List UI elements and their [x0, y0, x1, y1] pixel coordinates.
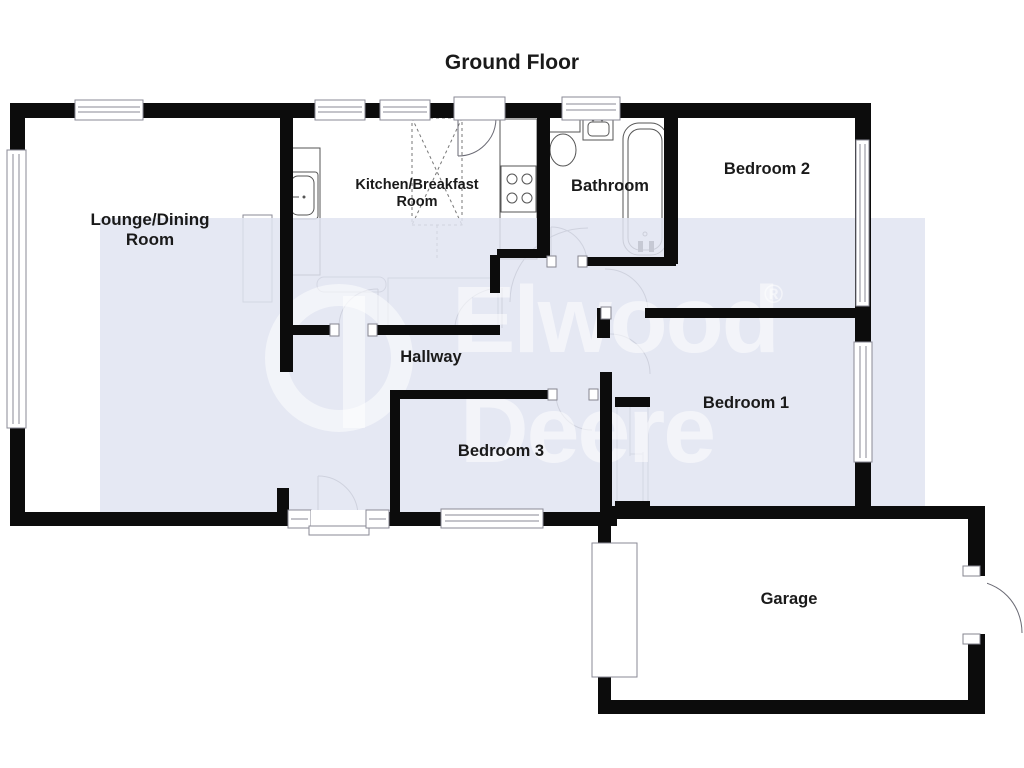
door-jamb: [577, 255, 588, 268]
wall-hallway-top-right: [377, 325, 500, 335]
wall-hallway-top-left: [280, 325, 337, 335]
registered-trademark-icon: ®: [764, 279, 783, 309]
window-bedroom1-right: [853, 341, 873, 463]
hob-ring: [521, 192, 533, 204]
door-jamb: [546, 255, 557, 268]
entrance-threshold: [308, 525, 370, 536]
wall-garage-bottom: [598, 700, 985, 714]
room-label-bedroom-2: Bedroom 2: [724, 160, 810, 178]
garage-door-gap: [966, 576, 987, 634]
wall-kitchen-corner: [490, 255, 500, 293]
watermark-brand-line1: Elwood: [452, 267, 778, 373]
room-label-hallway: Hallway: [400, 348, 462, 366]
hob-ring: [506, 192, 518, 204]
room-label: Lounge/Dining: [91, 210, 210, 229]
dashed-storage-cross: [411, 117, 463, 226]
page-title: Ground Floor: [445, 51, 579, 74]
wall-bedroom3-top: [390, 390, 557, 399]
door-jamb: [600, 306, 612, 320]
kitchen-door-recess: [453, 96, 506, 121]
wall-bathroom-bottom: [586, 257, 676, 266]
wall-bedroom3-left: [390, 390, 400, 514]
door-jamb: [367, 323, 378, 337]
hob-ring: [521, 173, 533, 185]
entrance-door-gap: [311, 510, 366, 527]
wall-bathroom-bedroom2: [664, 118, 678, 264]
room-kitchen-breakfast: Kitchen/Breakfast Room: [355, 177, 478, 210]
door-jamb: [962, 565, 981, 577]
door-jamb: [547, 388, 558, 401]
toilet: [549, 133, 577, 167]
room-label: Room: [396, 194, 437, 210]
windows-and-openings: [6, 96, 987, 678]
window-lounge-left: [6, 149, 27, 429]
window-kitchen-1: [314, 99, 366, 121]
kitchen-tap-dot: [302, 195, 306, 199]
door-swing-kitchen-exterior: [457, 117, 497, 157]
door-jamb: [329, 323, 340, 337]
wall-kitchen-stub: [497, 249, 545, 258]
wall-cupboard-top: [615, 397, 650, 407]
room-label-bedroom-3: Bedroom 3: [458, 442, 544, 460]
wash-basin-bowl: [587, 121, 610, 137]
window-bathroom: [561, 96, 621, 121]
wall-garage-top: [610, 506, 985, 519]
wall-kitchen-bathroom: [537, 118, 550, 258]
room-label: Kitchen/Breakfast: [355, 177, 478, 193]
room-label-bathroom: Bathroom: [571, 177, 649, 195]
room-label: Room: [126, 230, 174, 249]
watermark-panel: [100, 218, 925, 512]
window-bedroom3-bottom: [440, 508, 544, 529]
door-jamb: [588, 388, 599, 401]
hob: [500, 165, 537, 213]
brand-logo-icon: [265, 284, 413, 432]
wall-bedroom2-bottom: [645, 308, 868, 318]
window-kitchen-2: [379, 99, 431, 121]
wall-top: [10, 103, 870, 118]
wall-hallway-right-lower: [600, 372, 612, 520]
watermark: Elwood ® Deere: [100, 218, 925, 512]
wall-lounge-kitchen: [280, 118, 293, 372]
dashed-storage-cross: [411, 117, 463, 226]
door-jamb: [962, 633, 981, 645]
room-label-bedroom-1: Bedroom 1: [703, 394, 789, 412]
hob-ring: [506, 173, 518, 185]
brand-logo-bar: [343, 296, 365, 428]
garage-door: [591, 542, 638, 678]
room-label-garage: Garage: [761, 590, 818, 608]
window-lounge-top: [74, 99, 144, 121]
room-lounge-dining: Lounge/Dining Room: [91, 210, 210, 249]
labels: Ground Floor Lounge/Dining Room Kitchen/…: [91, 51, 818, 608]
window-bedroom2-right: [855, 139, 870, 307]
wall-lounge-stub: [277, 488, 289, 514]
